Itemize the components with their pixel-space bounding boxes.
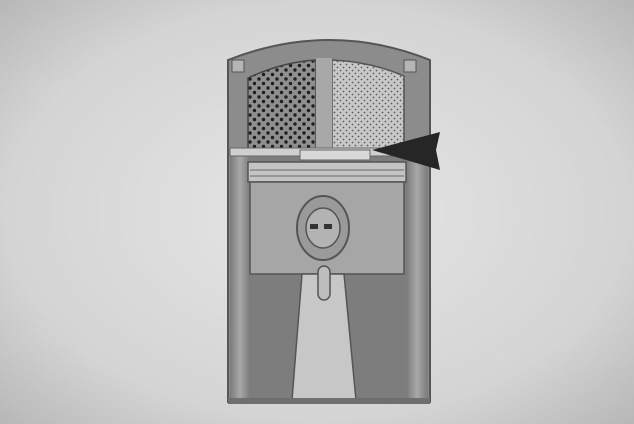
piston <box>248 162 406 274</box>
divider <box>316 58 332 150</box>
cylinder-wall-left <box>230 150 250 400</box>
connecting-rod-slot <box>318 266 330 300</box>
head-flange-right <box>404 60 416 72</box>
wrist-pin-mark-right <box>324 224 332 229</box>
piston-crown <box>248 162 406 182</box>
valve-seat <box>300 150 370 160</box>
dense-charge-region <box>248 60 316 150</box>
cylinder-base <box>228 398 430 404</box>
wrist-pin-mark-left <box>310 224 318 229</box>
cylinder-wall-right <box>406 150 428 400</box>
head-flange-left <box>232 60 244 72</box>
light-charge-region <box>332 60 404 150</box>
